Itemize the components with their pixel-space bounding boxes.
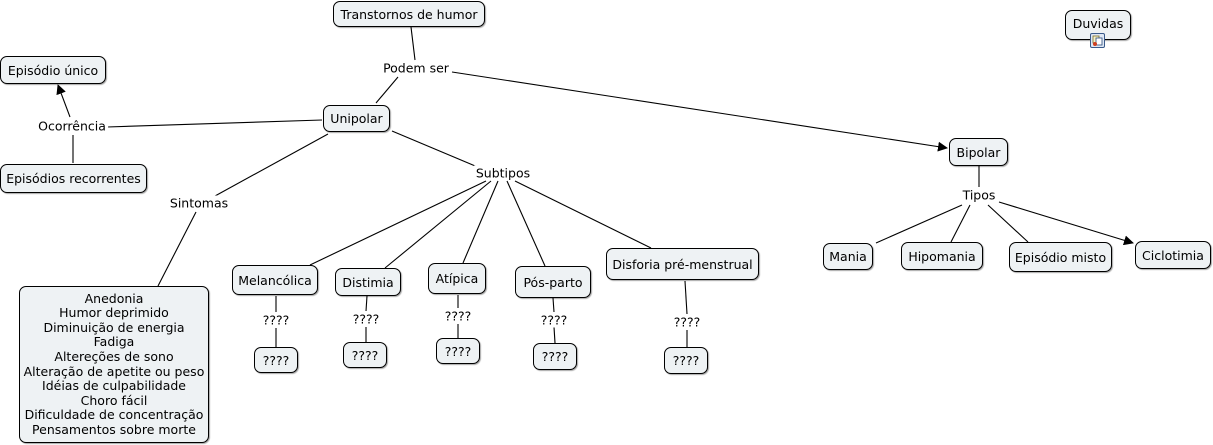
node-label: Episódio misto bbox=[1014, 249, 1107, 265]
line-subtipos-distimia bbox=[384, 180, 492, 269]
node-ciclotimia[interactable]: Ciclotimia bbox=[1135, 241, 1211, 269]
node-episodio-unico[interactable]: Episódio único bbox=[0, 56, 106, 84]
node-disforia-pre-menstrual[interactable]: Disforia pré-menstrual bbox=[606, 248, 759, 280]
node-label: ???? bbox=[672, 353, 700, 368]
line-title-podem bbox=[410, 26, 416, 61]
line-subtipos-posparto bbox=[506, 180, 546, 267]
line-distimia-q bbox=[365, 295, 368, 312]
node-bipolar[interactable]: Bipolar bbox=[949, 138, 1008, 166]
node-label: Atípica bbox=[435, 271, 479, 286]
node-transtornos-de-humor[interactable]: Transtornos de humor bbox=[333, 1, 485, 27]
phrase-disforia-link[interactable]: ???? bbox=[671, 314, 703, 330]
line-tipos-mania bbox=[875, 204, 963, 244]
sintoma-item: Anedonia bbox=[84, 290, 144, 306]
line-disforia-q bbox=[684, 280, 688, 315]
node-label: Duvidas bbox=[1072, 16, 1124, 31]
node-label: Hipomania bbox=[908, 248, 976, 264]
node-unipolar[interactable]: Unipolar bbox=[323, 105, 390, 132]
node-label: ???? bbox=[351, 347, 379, 363]
node-episodio-misto[interactable]: Episódio misto bbox=[1009, 242, 1112, 272]
node-label: ???? bbox=[262, 352, 290, 368]
line-tipos-ciclotimia bbox=[998, 201, 1134, 246]
node-distimia-target[interactable]: ???? bbox=[343, 342, 387, 368]
node-label: Disforia pré-menstrual bbox=[612, 256, 753, 272]
node-atipica[interactable]: Atípica bbox=[428, 263, 486, 294]
line-unipolar-sintomas bbox=[214, 133, 329, 197]
node-atipica-target[interactable]: ???? bbox=[436, 338, 480, 364]
line-subtipos-atipica bbox=[462, 180, 499, 264]
line-ocorrencia-unico bbox=[56, 84, 71, 118]
line-tipos-hipomania bbox=[950, 204, 971, 243]
node-melancolica-target[interactable]: ???? bbox=[254, 347, 298, 373]
node-mania[interactable]: Mania bbox=[823, 243, 873, 270]
node-label: Transtornos de humor bbox=[340, 6, 478, 22]
sintoma-item: Pensamentos sobre morte bbox=[32, 421, 196, 437]
node-label: ???? bbox=[444, 343, 472, 359]
node-episodios-recorrentes[interactable]: Episódios recorrentes bbox=[0, 164, 147, 193]
line-unipolar-ocorrencia bbox=[106, 119, 323, 128]
phrase-atipica-link[interactable]: ???? bbox=[442, 308, 474, 324]
node-label: Pós-parto bbox=[523, 274, 583, 290]
sintoma-item: Diminuição de energia bbox=[43, 319, 185, 335]
line-unipolar-subtipos bbox=[391, 130, 481, 169]
node-label: Mania bbox=[829, 249, 867, 264]
node-label: Melancólica bbox=[238, 272, 312, 288]
phrase-melancolica-link[interactable]: ???? bbox=[260, 312, 292, 328]
line-podem-unipolar bbox=[375, 76, 399, 104]
node-sintomas-list[interactable]: Anedonia Humor deprimido Diminuição de e… bbox=[19, 286, 209, 443]
line-subtipos-disforia bbox=[514, 180, 652, 249]
phrase-distimia-link[interactable]: ???? bbox=[350, 311, 382, 327]
node-pos-parto[interactable]: Pós-parto bbox=[515, 266, 591, 298]
phrase-podem-ser[interactable]: Podem ser bbox=[381, 60, 451, 76]
node-distimia[interactable]: Distimia bbox=[335, 268, 401, 296]
sintoma-item: Choro fácil bbox=[80, 392, 148, 408]
sintoma-item: Fadiga bbox=[93, 334, 135, 350]
attachment-icon[interactable] bbox=[1090, 33, 1105, 48]
node-label: Episódio único bbox=[7, 62, 99, 78]
phrase-tipos[interactable]: Tipos bbox=[960, 187, 998, 203]
sintoma-item: Dificuldade de concentração bbox=[24, 407, 204, 423]
phrase-subtipos[interactable]: Subtipos bbox=[473, 165, 533, 181]
phrase-ocorrencia[interactable]: Ocorrência bbox=[36, 118, 108, 134]
line-posparto-q bbox=[552, 297, 555, 313]
sintoma-item: Alteração de apetite ou peso bbox=[23, 363, 205, 379]
node-label: ???? bbox=[541, 349, 569, 364]
node-melancolica[interactable]: Melancólica bbox=[232, 265, 318, 295]
sintoma-item: Altereções de sono bbox=[54, 348, 174, 364]
sintoma-item: Humor deprimido bbox=[59, 305, 169, 321]
node-label: Unipolar bbox=[330, 111, 383, 126]
node-label: Distimia bbox=[342, 274, 394, 290]
sintoma-item: Idéias de culpabilidade bbox=[42, 378, 186, 394]
line-q-posparto-box bbox=[553, 326, 556, 344]
node-pos-parto-target[interactable]: ???? bbox=[533, 343, 577, 370]
node-label: Episódios recorrentes bbox=[6, 171, 141, 186]
node-disforia-target[interactable]: ???? bbox=[664, 347, 708, 374]
node-hipomania[interactable]: Hipomania bbox=[901, 242, 983, 270]
phrase-posparto-link[interactable]: ???? bbox=[538, 312, 570, 328]
node-label: Ciclotimia bbox=[1142, 247, 1204, 263]
line-subtipos-melancolica bbox=[309, 180, 487, 266]
phrase-sintomas[interactable]: Sintomas bbox=[167, 195, 231, 211]
line-podem-bipolar bbox=[451, 71, 948, 152]
line-sintomas-list bbox=[157, 211, 197, 287]
line-tipos-misto bbox=[987, 204, 1029, 243]
node-label: Bipolar bbox=[956, 144, 1001, 160]
